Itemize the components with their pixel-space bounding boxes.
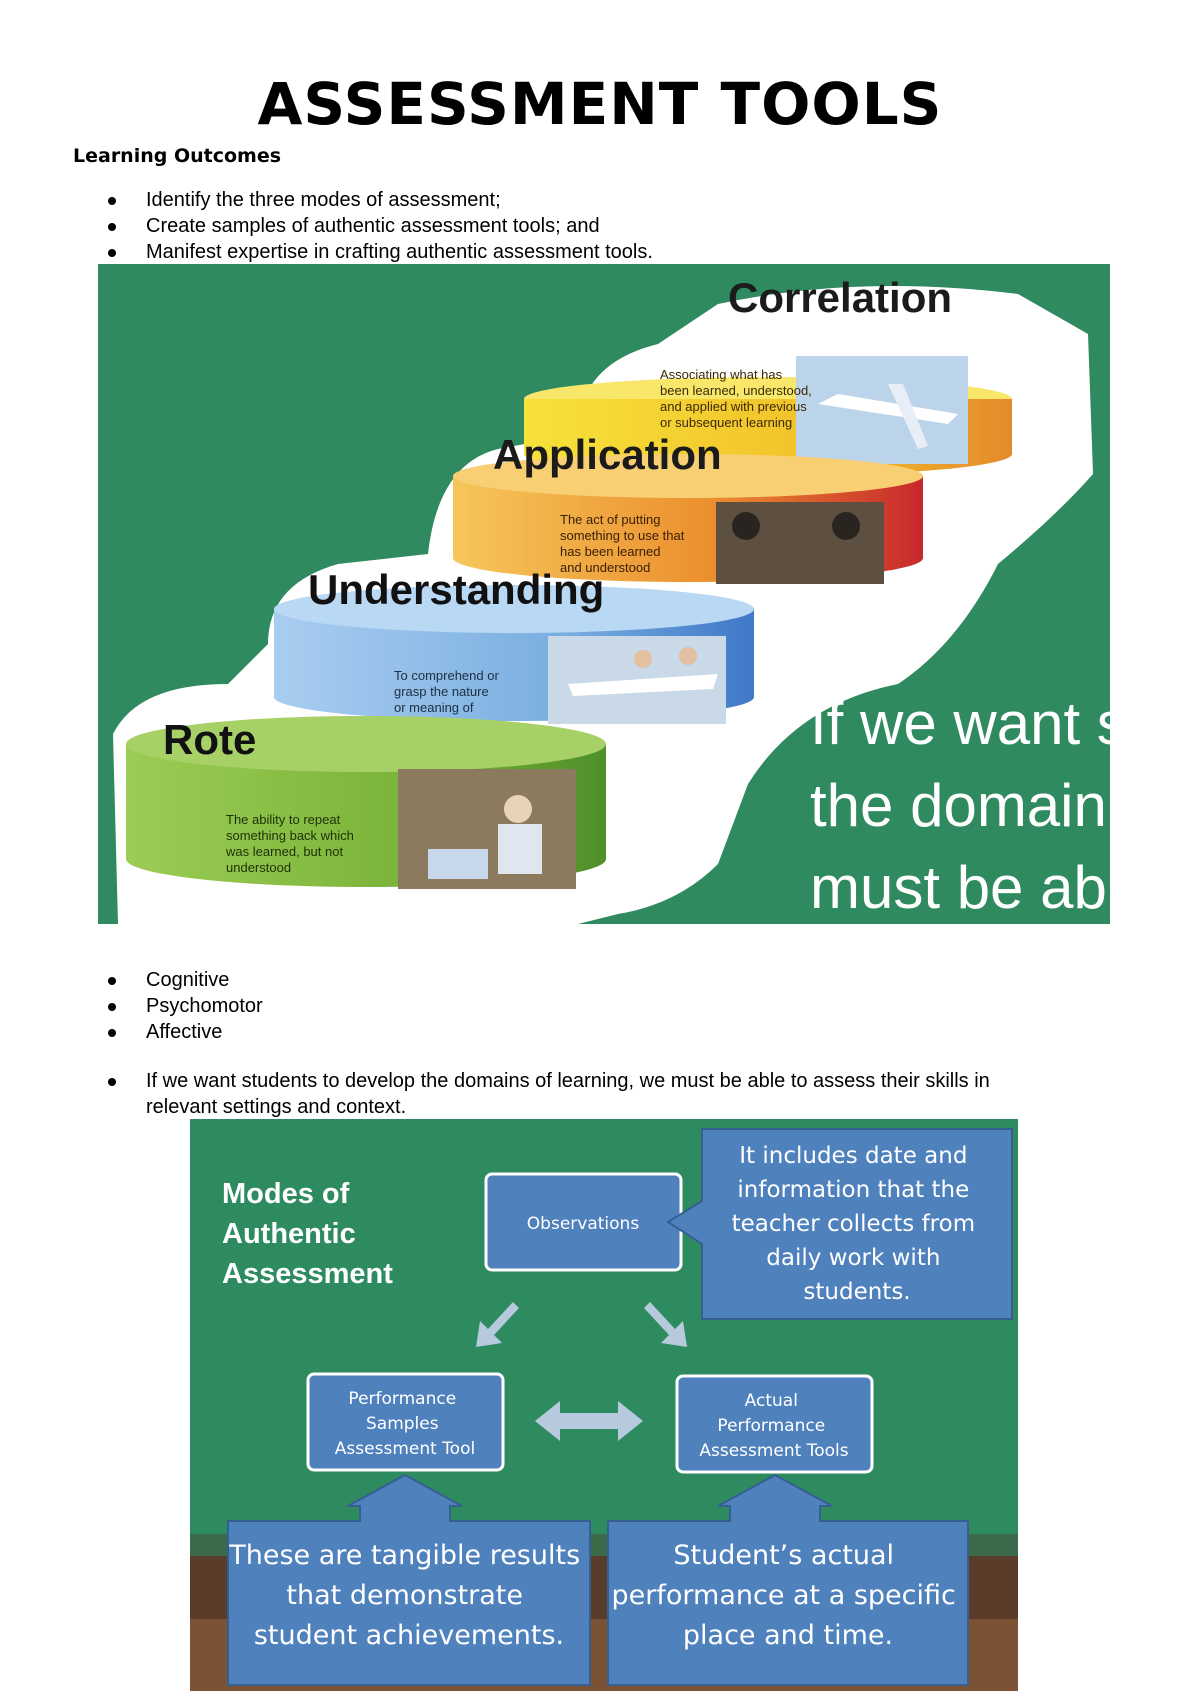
list-item: If we want students to develop the domai… <box>0 1068 1140 1120</box>
actual-note-callout <box>607 1473 969 1686</box>
samples-note-text: These are tangible results that demonstr… <box>228 1540 589 1651</box>
application-tier: Application The act of putting something… <box>453 431 923 584</box>
rote-tier: Rote The ability to repeat something bac… <box>126 716 606 889</box>
learning-outcomes-list: Identify the three modes of assessment; … <box>0 187 1200 265</box>
list-item: Create samples of authentic assessment t… <box>0 213 1200 239</box>
observations-note-text: It includes date and information that th… <box>732 1143 983 1305</box>
performance-samples-label: Performance Samples Assessment Tool <box>335 1389 475 1459</box>
samples-note-callout <box>227 1473 591 1686</box>
bullet-icon <box>108 249 116 257</box>
observations-note-callout <box>666 1128 1013 1320</box>
bullet-icon <box>108 1029 116 1037</box>
list-item: Identify the three modes of assessment; <box>0 187 1200 213</box>
diagram-heading: Modes of Authentic Assessment <box>222 1178 393 1290</box>
airplane-icon <box>818 394 958 424</box>
list-item: Cognitive <box>0 967 1200 993</box>
list-item: Manifest expertise in crafting authentic… <box>0 239 1200 265</box>
level-rote-title: Rote <box>163 716 256 763</box>
statement-list: If we want students to develop the domai… <box>0 1068 1140 1120</box>
arrow-to-actual-icon <box>644 1302 687 1347</box>
bullet-icon <box>108 977 116 985</box>
modes-of-assessment-figure: Modes of Authentic Assessment Observatio… <box>190 1119 1018 1691</box>
modes-diagram-svg: Modes of Authentic Assessment Observatio… <box>190 1119 1018 1691</box>
observations-label: Observations <box>527 1214 640 1234</box>
level-correlation-desc: Associating what has been learned, under… <box>660 367 815 430</box>
list-item: Psychomotor <box>0 993 1200 1019</box>
level-application-desc: The act of putting something to use that… <box>560 512 688 575</box>
assessment-levels-figure: Correlation Associating what has been le… <box>98 264 1110 924</box>
level-rote-desc: The ability to repeat something back whi… <box>225 812 358 875</box>
bullet-icon <box>108 197 116 205</box>
page-title: ASSESSMENT TOOLS <box>257 70 943 138</box>
level-correlation-title: Correlation <box>728 274 952 321</box>
actual-performance-label: Actual Performance Assessment Tools <box>699 1391 848 1461</box>
learning-outcomes-heading: Learning Outcomes <box>73 145 282 167</box>
correlation-tier: Correlation Associating what has been le… <box>524 274 1012 476</box>
level-understanding-title: Understanding <box>308 566 604 613</box>
assessment-levels-svg: Correlation Associating what has been le… <box>98 264 1110 924</box>
list-item: Affective <box>0 1019 1200 1045</box>
understanding-tier: Understanding To comprehend or grasp the… <box>274 566 754 731</box>
actual-performance-box <box>675 1374 874 1474</box>
bullet-icon <box>108 1078 116 1086</box>
actual-note-text: Student’s actual performance at a specif… <box>612 1540 965 1651</box>
bullet-icon <box>108 1003 116 1011</box>
level-application-title: Application <box>493 431 722 478</box>
performance-samples-box <box>306 1372 505 1472</box>
double-arrow-icon <box>535 1401 643 1441</box>
bullet-icon <box>108 223 116 231</box>
slide-overlay-text: If we want s the domain must be ab <box>810 690 1110 921</box>
learning-domains-list: Cognitive Psychomotor Affective <box>0 967 1200 1045</box>
arrow-to-samples-icon <box>476 1302 519 1347</box>
